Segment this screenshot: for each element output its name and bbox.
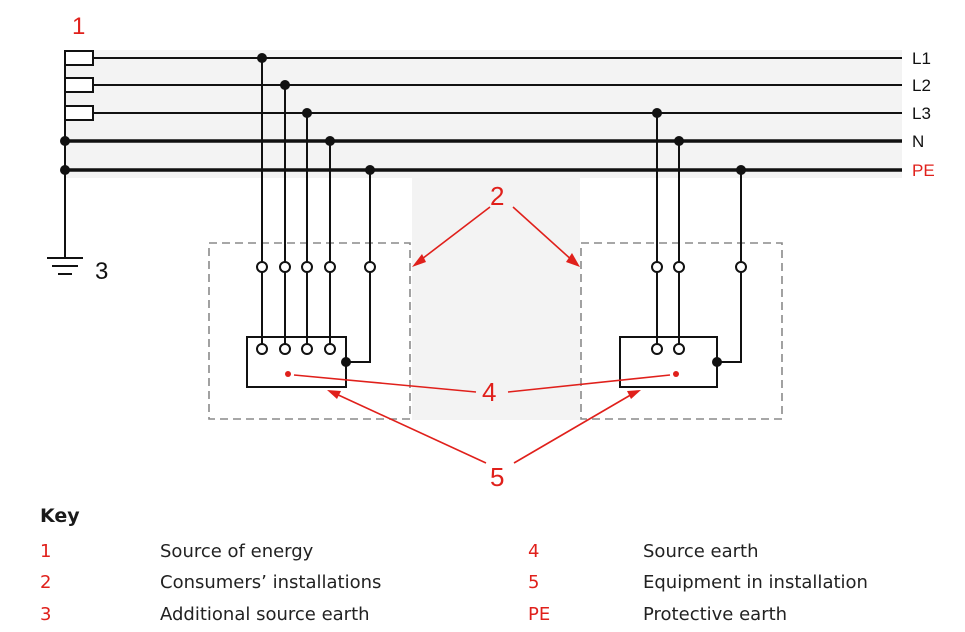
key-desc: Consumers’ installations [160,572,382,593]
key-id: 1 [40,541,52,562]
key-id: PE [528,604,551,625]
source-number-label: 1 [72,13,85,40]
tn-s-system-diagram: 1 3 L1 L2 L3 N PE [47,13,935,492]
installation-terminals [256,261,747,273]
label-l2: L2 [912,76,931,95]
label-l1: L1 [912,49,931,68]
key-desc: Source of energy [160,541,314,562]
conductor-junctions [257,53,746,367]
label-l3: L3 [912,104,931,123]
winding-3 [64,105,94,121]
key-id: 5 [528,572,540,593]
earth-symbol [47,257,83,275]
callout-arrowheads [327,253,641,399]
winding-1 [64,50,94,66]
pe-terminal-dot-right [712,357,722,367]
source-windings [64,50,94,141]
key-title: Key [40,505,80,527]
key-id: 2 [40,572,52,593]
callout-consumer-number: 2 [490,181,504,211]
key-id: 4 [528,541,540,562]
callout-source-earth-number: 4 [482,377,496,407]
equipment-terminals [256,343,685,355]
junction-dot [60,136,70,146]
conductors [65,57,902,172]
label-n: N [912,132,924,151]
key-id: 3 [40,604,52,625]
source-earth-point-right [673,371,679,377]
callout-leaders [293,206,671,464]
line-labels: L1 L2 L3 N PE [912,49,935,180]
pe-terminal-dot-left [341,357,351,367]
earth-number-label: 3 [95,258,108,285]
key-desc: Source earth [643,541,759,562]
junction-dot [60,165,70,175]
left-installation-wiring [261,58,371,363]
label-pe: PE [912,161,935,180]
key-desc: Additional source earth [160,604,370,625]
key-desc: Protective earth [643,604,788,625]
key-desc: Equipment in installation [643,572,868,593]
right-installation-wiring [656,113,742,363]
source-earth-point-left [285,371,291,377]
callout-equipment-number: 5 [490,462,504,492]
winding-2 [64,77,94,93]
